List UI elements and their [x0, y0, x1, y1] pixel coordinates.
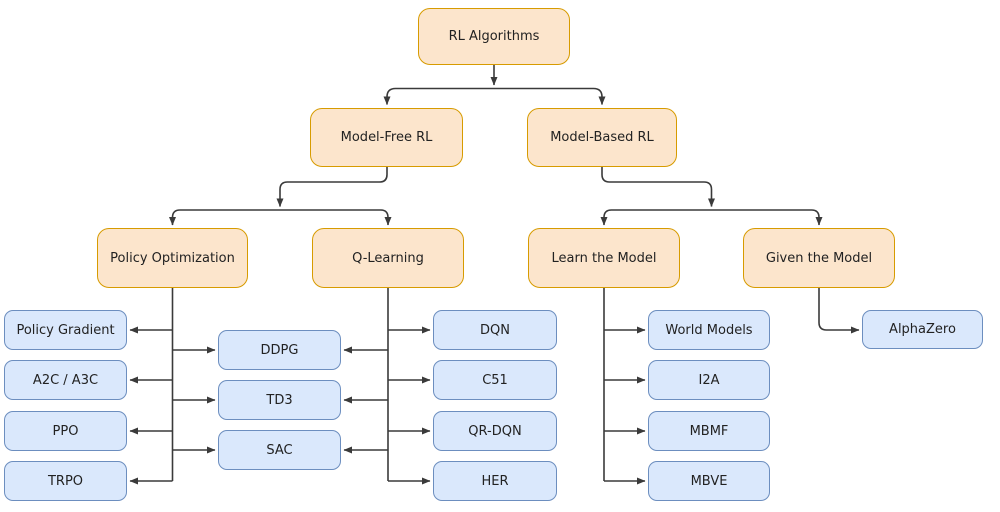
edge-gm-to-alphazero [818, 288, 860, 334]
edge-root-to-model-based [494, 87, 606, 105]
edge-model-based-to-learn-model [600, 209, 712, 226]
node-dqn: DQN [433, 310, 557, 350]
node-td3: TD3 [218, 380, 341, 420]
node-alphazero: AlphaZero [862, 310, 983, 349]
node-ddpg: DDPG [218, 330, 341, 370]
edge-model-based-to-given-model [711, 209, 823, 226]
node-her: HER [433, 461, 557, 501]
edge-root-to-model-free [383, 87, 494, 105]
node-world-models: World Models [648, 310, 770, 350]
node-q-learning: Q-Learning [312, 228, 464, 288]
node-policy-optimization: Policy Optimization [97, 228, 248, 288]
node-mbve: MBVE [648, 461, 770, 501]
node-a2c-a3c: A2C / A3C [4, 360, 127, 400]
edge-model-free-stem [276, 167, 388, 207]
node-policy-gradient: Policy Gradient [4, 310, 127, 350]
node-trpo: TRPO [4, 461, 127, 501]
node-qr-dqn: QR-DQN [433, 411, 557, 451]
node-mbmf: MBMF [648, 411, 770, 451]
node-ppo: PPO [4, 411, 127, 451]
node-learn-the-model: Learn the Model [528, 228, 680, 288]
node-c51: C51 [433, 360, 557, 400]
node-sac: SAC [218, 430, 341, 470]
edge-model-free-to-q-learning [280, 209, 392, 226]
node-i2a: I2A [648, 360, 770, 400]
node-rl-algorithms: RL Algorithms [418, 8, 570, 65]
node-given-the-model: Given the Model [743, 228, 895, 288]
node-model-based-rl: Model-Based RL [527, 108, 677, 167]
node-model-free-rl: Model-Free RL [310, 108, 463, 167]
edge-model-based-stem [601, 167, 715, 207]
edge-model-free-to-policy-optimization [169, 209, 280, 226]
